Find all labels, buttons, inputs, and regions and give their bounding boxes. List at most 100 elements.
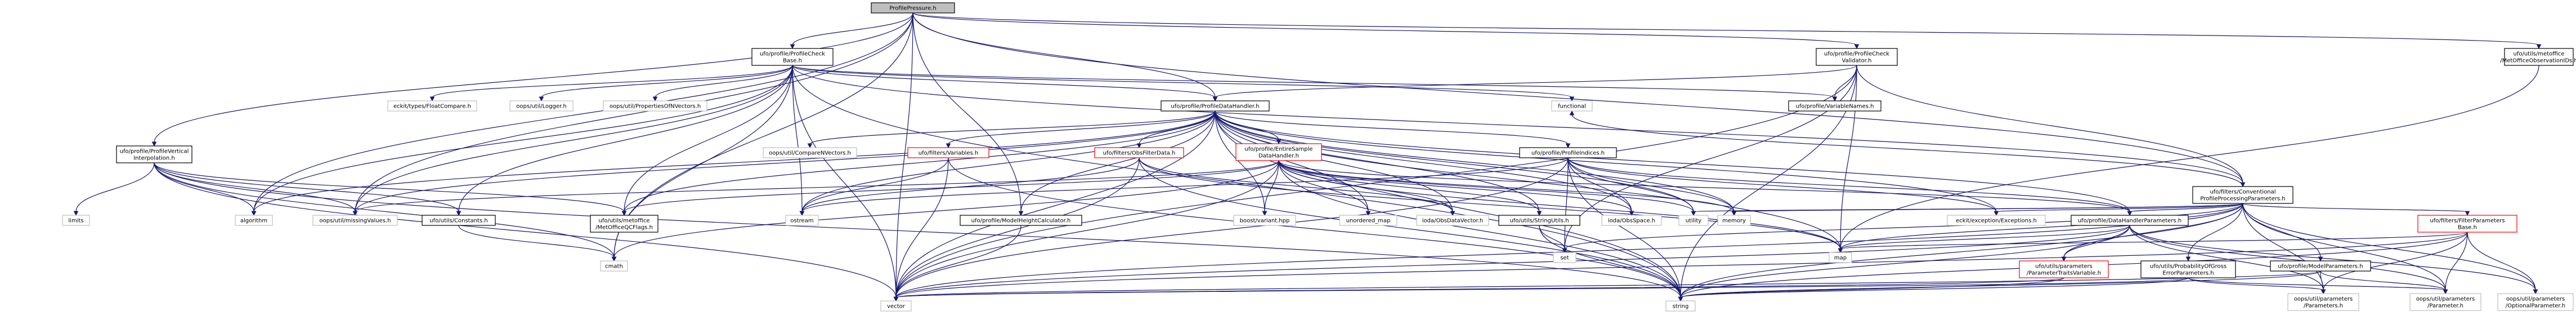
node-box: [1094, 147, 1184, 158]
edge-line: [912, 12, 1857, 46]
node-data-handler[interactable]: ufo/profile/ProfileDataHandler.h: [1161, 100, 1270, 112]
node-obs-filter-data[interactable]: ufo/filters/ObsFilterData.h: [1094, 147, 1184, 158]
node-root[interactable]: ProfilePressure.h: [871, 2, 955, 14]
edge-line: [895, 12, 913, 298]
node-missing-values: oops/util/missingValues.h: [312, 215, 398, 226]
edge-entire_sample-to-missing_values: [352, 160, 1279, 216]
node-dh-params[interactable]: ufo/profile/DataHandlerParameters.h: [2071, 215, 2189, 226]
node-unordered-map: unordered_map: [1339, 215, 1397, 226]
node-prob-gross-error[interactable]: ufo/utils/ProbabilityOfGrossErrorParamet…: [2140, 260, 2236, 278]
node-profile-indices[interactable]: ufo/profile/ProfileIndices.h: [1519, 147, 1617, 158]
node-label: /MetOfficeObservationIDs.h: [2500, 58, 2576, 64]
edge-line: [948, 110, 1216, 145]
edge-line: [1278, 160, 2130, 212]
node-compare-n-vectors: oops/util/CompareNVectors.h: [763, 147, 857, 158]
edge-data_handler-to-vector: [893, 110, 1216, 302]
node-model-params[interactable]: ufo/profile/ModelParameters.h: [2270, 260, 2371, 272]
node-constants[interactable]: ufo/utils/Constants.h: [422, 215, 496, 226]
node-model-height-calc[interactable]: ufo/profile/ModelHeightCalculator.h: [960, 215, 1082, 226]
edge-line: [1215, 110, 1369, 212]
edge-line: [2323, 232, 2468, 291]
node-string-utils[interactable]: ufo/utils/StringUtils.h: [1498, 215, 1580, 226]
edge-line: [895, 225, 1022, 298]
node-variable-names[interactable]: ufo/profile/VariableNames.h: [1788, 100, 1881, 112]
edge-line: [1215, 110, 1569, 145]
node-box: [62, 215, 90, 226]
edge-line: [1215, 110, 2130, 212]
node-label: cmath: [605, 264, 623, 270]
edge-line: [1856, 65, 2243, 184]
node-label: string: [1673, 304, 1689, 310]
node-box: [1665, 300, 1696, 312]
node-box: [2497, 293, 2574, 311]
node-label: /ParameterTraitsVariable.h: [2027, 270, 2101, 277]
node-box: [1416, 215, 1489, 226]
edge-line: [2129, 225, 2536, 291]
node-label: Validator.h: [1842, 58, 1872, 64]
node-label: ufo/profile/ModelParameters.h: [2278, 264, 2363, 270]
edge-line: [792, 65, 1835, 98]
node-label: vector: [887, 304, 906, 310]
node-conv-params[interactable]: ufo/filters/ConventionalProfileProcessin…: [2192, 186, 2293, 204]
nodes-layer: ProfilePressure.h ufo/profile/ProfileChec…: [62, 2, 2576, 312]
edge-line: [895, 160, 1279, 298]
edge-vert_interp-to-missing_values: [154, 162, 358, 216]
edge-line: [1567, 157, 2130, 212]
node-label: ufo/utils/parameters: [2035, 264, 2093, 270]
edge-line: [1139, 157, 1453, 212]
node-label: map: [1834, 255, 1847, 261]
node-box: [1816, 48, 1898, 66]
edge-line: [355, 160, 1279, 212]
edge-check_base-to-float_compare: [429, 65, 793, 102]
node-met-obs-ids[interactable]: ufo/utils/metoffice/MetOfficeObservation…: [2500, 48, 2576, 66]
edge-arrowhead: [2443, 289, 2448, 295]
node-met-qc-flags[interactable]: ufo/utils/metoffice/MetOfficeQCFlags.h: [590, 215, 658, 233]
edge-line: [1567, 157, 1997, 212]
edge-conv_params-to-functional: [1569, 110, 2243, 187]
node-vert-interp[interactable]: ufo/profile/ProfileVerticalInterpolation…: [116, 145, 192, 163]
edge-line: [541, 65, 793, 98]
edge-check_validator-to-map: [1838, 65, 1857, 254]
edge-arrowhead: [2533, 289, 2538, 295]
edge-line: [253, 110, 1216, 212]
edge-line: [895, 232, 2468, 298]
edge-arrowhead: [1536, 211, 1542, 216]
edge-profile_indices-to-memory: [1567, 157, 1737, 216]
node-functional: functional: [1551, 100, 1593, 112]
edge-line: [809, 110, 1216, 145]
edge-data_handler-to-ostream: [799, 110, 1216, 216]
edge-arrowhead: [1854, 44, 1860, 50]
node-label: utility: [1686, 218, 1702, 224]
edge-arrowhead: [2127, 211, 2133, 216]
edge-conv_params-to-param_traits_variable: [2061, 203, 2243, 262]
node-box: [2287, 293, 2359, 311]
edge-arrowhead: [1565, 143, 1571, 149]
edge-arrowhead: [456, 211, 462, 216]
edge-check_base-to-oops_logger: [539, 65, 793, 102]
node-label: ufo/utils/Constants.h: [429, 218, 487, 224]
edge-line: [801, 157, 1569, 212]
edge-arrowhead: [652, 96, 658, 102]
edge-line: [1215, 110, 1694, 212]
edge-line: [1693, 203, 2243, 212]
node-label: ufo/profile/ModelHeightCalculator.h: [971, 218, 1071, 224]
node-box: [1519, 147, 1617, 158]
node-box: [1235, 143, 1322, 161]
node-box: [871, 2, 955, 14]
edge-line: [801, 110, 1216, 212]
edge-profile_indices-to-ostream: [799, 157, 1569, 216]
edge-line: [792, 12, 913, 46]
node-param-traits-variable[interactable]: ufo/utils/parameters/ParameterTraitsVari…: [2019, 260, 2109, 278]
edge-line: [432, 65, 793, 98]
node-box: [590, 215, 658, 233]
node-filters-variables[interactable]: ufo/filters/Variables.h: [907, 147, 989, 158]
node-cmath: cmath: [600, 260, 628, 272]
node-label: ufo/filters/Variables.h: [919, 150, 978, 157]
edge-filter_params_base-to-oops_optional_parameter: [2467, 232, 2538, 295]
edge-line: [1215, 65, 1857, 98]
node-label: ufo/profile/ProfileVertical: [120, 149, 189, 155]
